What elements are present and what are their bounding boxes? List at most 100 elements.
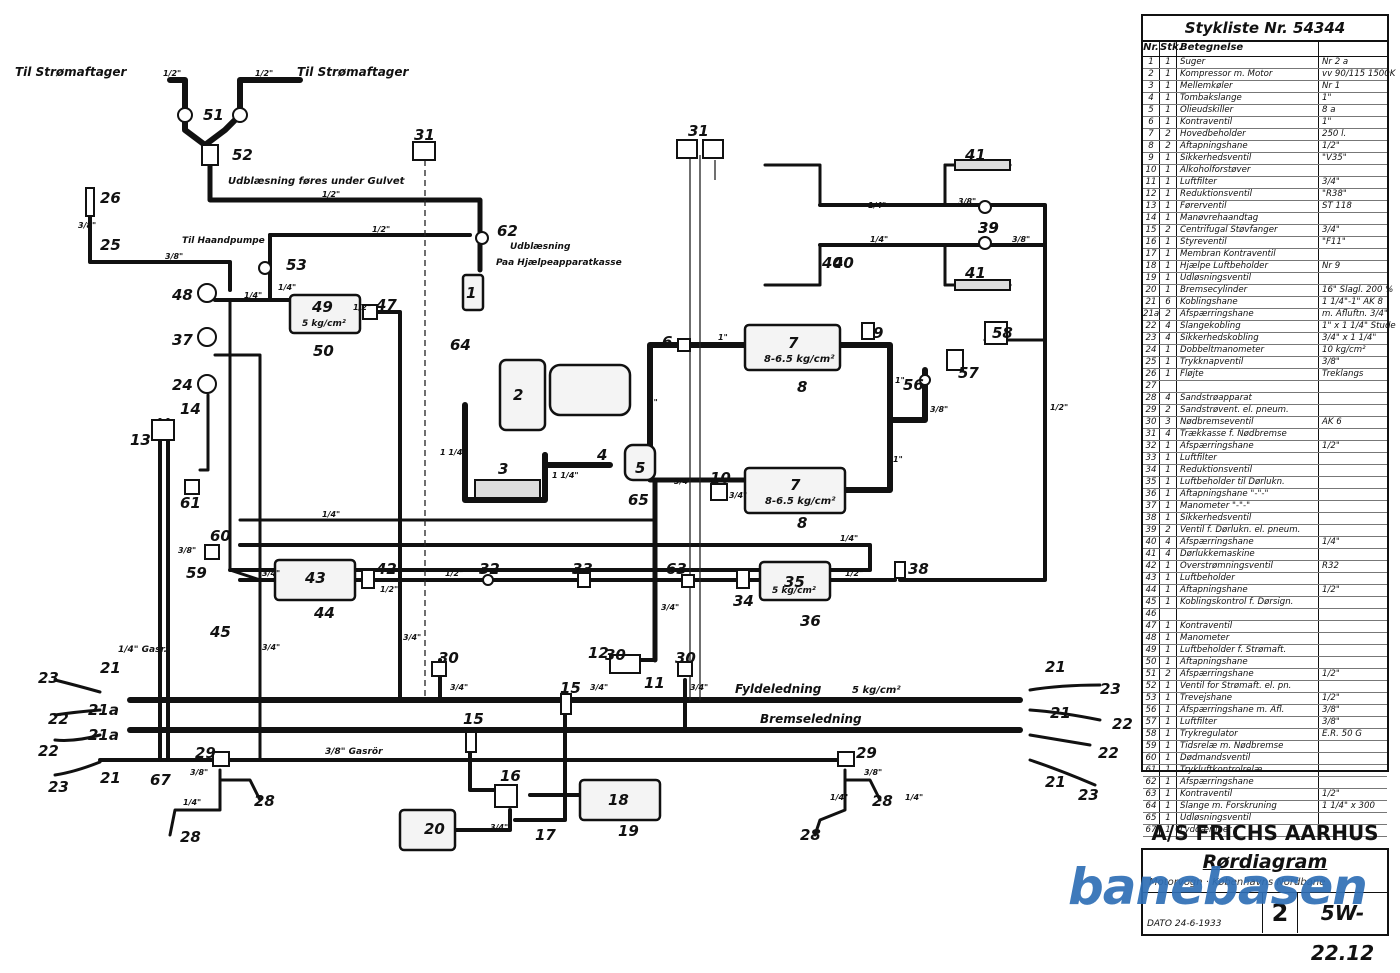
pipe-size: 1/4" — [830, 793, 848, 802]
row-spec: 1/2" — [1322, 141, 1340, 151]
row-stk: 1 — [1160, 165, 1177, 176]
row-name: Kontraventil — [1177, 621, 1319, 632]
row-spec: AK 6 — [1322, 417, 1342, 427]
component-number: 10 — [710, 469, 731, 487]
pipe-size: 1" — [893, 455, 903, 464]
row-stk: 2 — [1160, 405, 1177, 416]
row-spec: "R38" — [1322, 189, 1347, 199]
pipe-size: 1/2" — [445, 569, 463, 578]
pipe-size: 1/4" — [868, 201, 886, 210]
row-spec: 1/2" — [1322, 441, 1340, 451]
row-stk: 1 — [1160, 465, 1177, 476]
label-hjaelpeapparatkasse: Paa Hjælpeapparatkasse — [496, 258, 622, 268]
row-stk: 3 — [1160, 417, 1177, 428]
row-stk: 1 — [1160, 117, 1177, 128]
row-spec — [1319, 465, 1387, 476]
row-name: Trevejshane — [1177, 693, 1319, 704]
row-nr: 57 — [1143, 717, 1160, 728]
pressure-regulator-58 — [984, 321, 1008, 345]
row-stk: 1 — [1160, 501, 1177, 512]
component-number: 28 — [872, 792, 893, 810]
pipe-size: 3/4" — [590, 683, 608, 692]
row-name: Luftfilter — [1177, 717, 1319, 728]
door-engine-41-top — [954, 159, 1011, 171]
component-number: 7 — [790, 476, 801, 494]
reservoir-18 — [578, 778, 662, 822]
label-bremseledning: Bremseledning — [760, 712, 862, 726]
valve-62 — [475, 231, 489, 245]
row-name: Førerventil — [1177, 201, 1319, 212]
row-nr: 67 — [1143, 825, 1160, 836]
reservoir-49 — [288, 293, 362, 335]
row-name: Udløsningsventil — [1177, 813, 1319, 824]
row-nr: 61 — [1143, 765, 1160, 776]
row-stk: 1 — [1160, 345, 1177, 356]
row-nr: 49 — [1143, 645, 1160, 656]
row-stk: 1 — [1160, 753, 1177, 764]
pipe-size: 3/4" — [674, 477, 692, 486]
pipe-size: 1" — [648, 398, 658, 407]
row-name: Kontraventil — [1177, 789, 1319, 800]
row-stk: 2 — [1160, 141, 1177, 152]
row-spec: 16" Slagl. 200 % — [1322, 285, 1394, 295]
component-number: 44 — [313, 604, 335, 622]
row-name: Centrifugal Støvfanger — [1177, 225, 1319, 236]
row-spec: 1 1/4" x 300 — [1322, 801, 1375, 811]
label-fyldeledning: Fyldeledning — [735, 682, 822, 696]
row-name: Luftbeholder til Dørlukn. — [1177, 477, 1319, 488]
pipe-size: 1/4" — [244, 291, 262, 300]
component-number: 23 — [38, 669, 59, 687]
row-nr: 34 — [1143, 465, 1160, 476]
label-press-7a: 8-6.5 kg/cm² — [764, 354, 835, 365]
row-spec — [1319, 501, 1387, 512]
row-stk: 1 — [1160, 561, 1177, 572]
title-block: A/S FRICHS AARHUS Rørdiagram Motorvogn ·… — [1141, 818, 1389, 965]
row-spec: ST 118 — [1322, 201, 1352, 211]
row-name: Overstrømningsventil — [1177, 561, 1319, 572]
filter-57 — [946, 349, 964, 371]
row-nr: 63 — [1143, 789, 1160, 800]
row-nr: 4 — [1143, 93, 1160, 104]
reservoir-7-upper — [743, 323, 842, 372]
row-nr: 16 — [1143, 237, 1160, 248]
intercooler-3 — [474, 479, 541, 499]
row-stk: 4 — [1160, 549, 1177, 560]
row-spec — [1319, 513, 1387, 524]
row-name: Trækkasse f. Nødbremse — [1177, 429, 1319, 440]
component-number: 25 — [100, 236, 121, 254]
drawing-number: 5W-22.12 — [1310, 901, 1375, 965]
component-number: 21 — [100, 769, 121, 787]
diagram-labels: Til Strømaftager Til Strømaftager Udblæs… — [15, 65, 901, 757]
row-stk: 4 — [1160, 429, 1177, 440]
suction-filter-1 — [461, 273, 485, 312]
row-nr: 45 — [1143, 597, 1160, 608]
row-name: Sandstrøapparat — [1177, 393, 1319, 404]
component-number: 28 — [254, 792, 275, 810]
row-spec: 3/8" — [1322, 357, 1340, 367]
component-number: 13 — [130, 431, 151, 449]
brake-cylinder-20 — [398, 808, 457, 852]
row-nr: 1 — [1143, 57, 1160, 68]
row-name: Dødmandsventil — [1177, 753, 1319, 764]
watermark-logo: banebasen — [1068, 858, 1368, 916]
component-number: 40 — [832, 254, 854, 272]
row-spec — [1319, 429, 1387, 440]
row-spec — [1319, 741, 1387, 752]
component-number: 4 — [596, 446, 607, 464]
row-stk: 1 — [1160, 621, 1177, 632]
component-number: 22 — [38, 742, 59, 760]
row-name: Afspærringshane — [1177, 777, 1319, 788]
row-stk: 1 — [1160, 777, 1177, 788]
